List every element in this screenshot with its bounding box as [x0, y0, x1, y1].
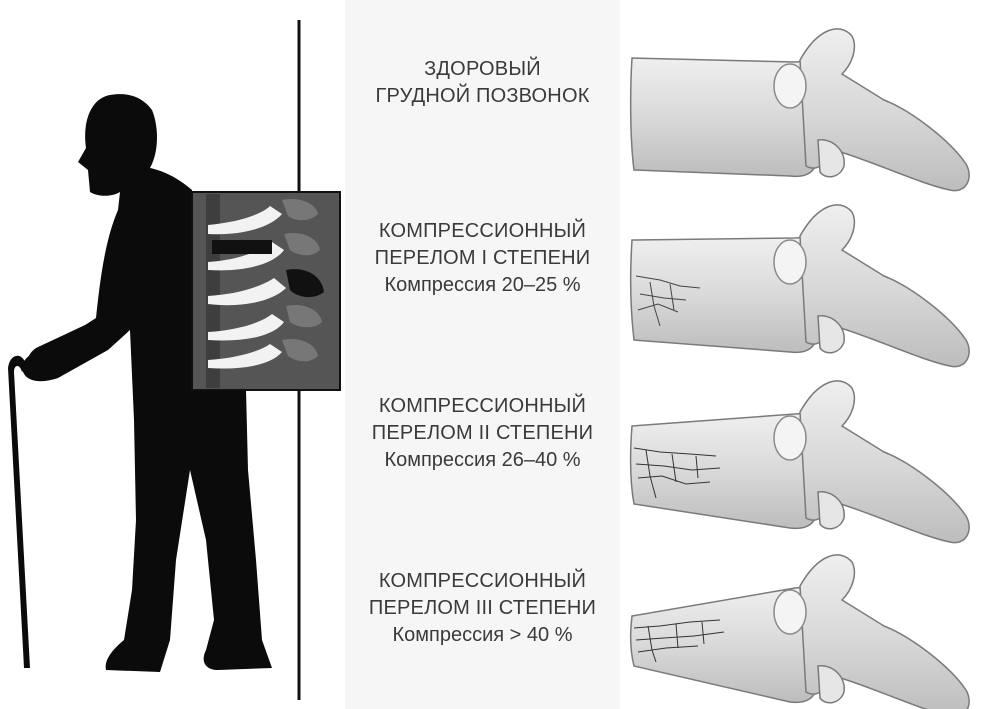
- vertebrae-svg: [629, 28, 970, 709]
- stage-title-line1: ЗДОРОВЫЙ: [424, 58, 541, 80]
- stage-title-line2: ПЕРЕЛОМ II СТЕПЕНИ: [371, 422, 594, 444]
- stage-label-healthy: ЗДОРОВЫЙ ГРУДНОЙ ПОЗВОНОК: [345, 56, 620, 110]
- stage-title-line2: ПЕРЕЛОМ III СТЕПЕНИ: [368, 597, 597, 619]
- man-arm: [27, 318, 113, 372]
- stage-title-line1: КОМПРЕССИОННЫЙ: [378, 395, 587, 417]
- vertebra-grade-3: [629, 554, 970, 709]
- compressed-vertebra: [212, 240, 272, 254]
- stage-title-line1: КОМПРЕССИОННЫЙ: [378, 220, 587, 242]
- stage-compression: Компрессия 26–40 %: [384, 449, 581, 471]
- stage-labels: ЗДОРОВЫЙ ГРУДНОЙ ПОЗВОНОК КОМПРЕССИОННЫЙ…: [345, 0, 620, 709]
- vertebra-grade-2: [629, 380, 970, 544]
- stooped-man-silhouette: [8, 20, 341, 700]
- stage-compression: Компрессия 20–25 %: [384, 274, 581, 296]
- fracture-lines: [633, 447, 721, 499]
- stage-title-line1: КОМПРЕССИОННЫЙ: [378, 570, 587, 592]
- vertebra-grade-1: [629, 204, 970, 368]
- vertebra-healthy: [629, 28, 970, 192]
- cane: [8, 355, 30, 668]
- xray-vertebrae: [282, 198, 324, 362]
- stage-label-grade-1: КОМПРЕССИОННЫЙ ПЕРЕЛОМ I СТЕПЕНИ Компрес…: [345, 218, 620, 299]
- patient-illustration: [0, 0, 345, 709]
- man-body: [22, 94, 272, 673]
- vertebra-illustrations: [620, 0, 1000, 709]
- fracture-lines: [635, 275, 701, 327]
- stage-label-grade-2: КОМПРЕССИОННЫЙ ПЕРЕЛОМ II СТЕПЕНИ Компре…: [345, 393, 620, 474]
- fracture-lines: [633, 619, 725, 663]
- stage-title-line2: ГРУДНОЙ ПОЗВОНОК: [375, 85, 590, 107]
- stage-title-line2: ПЕРЕЛОМ I СТЕПЕНИ: [374, 247, 591, 269]
- stage-label-grade-3: КОМПРЕССИОННЫЙ ПЕРЕЛОМ III СТЕПЕНИ Компр…: [345, 568, 620, 649]
- stage-compression: Компрессия > 40 %: [392, 624, 573, 646]
